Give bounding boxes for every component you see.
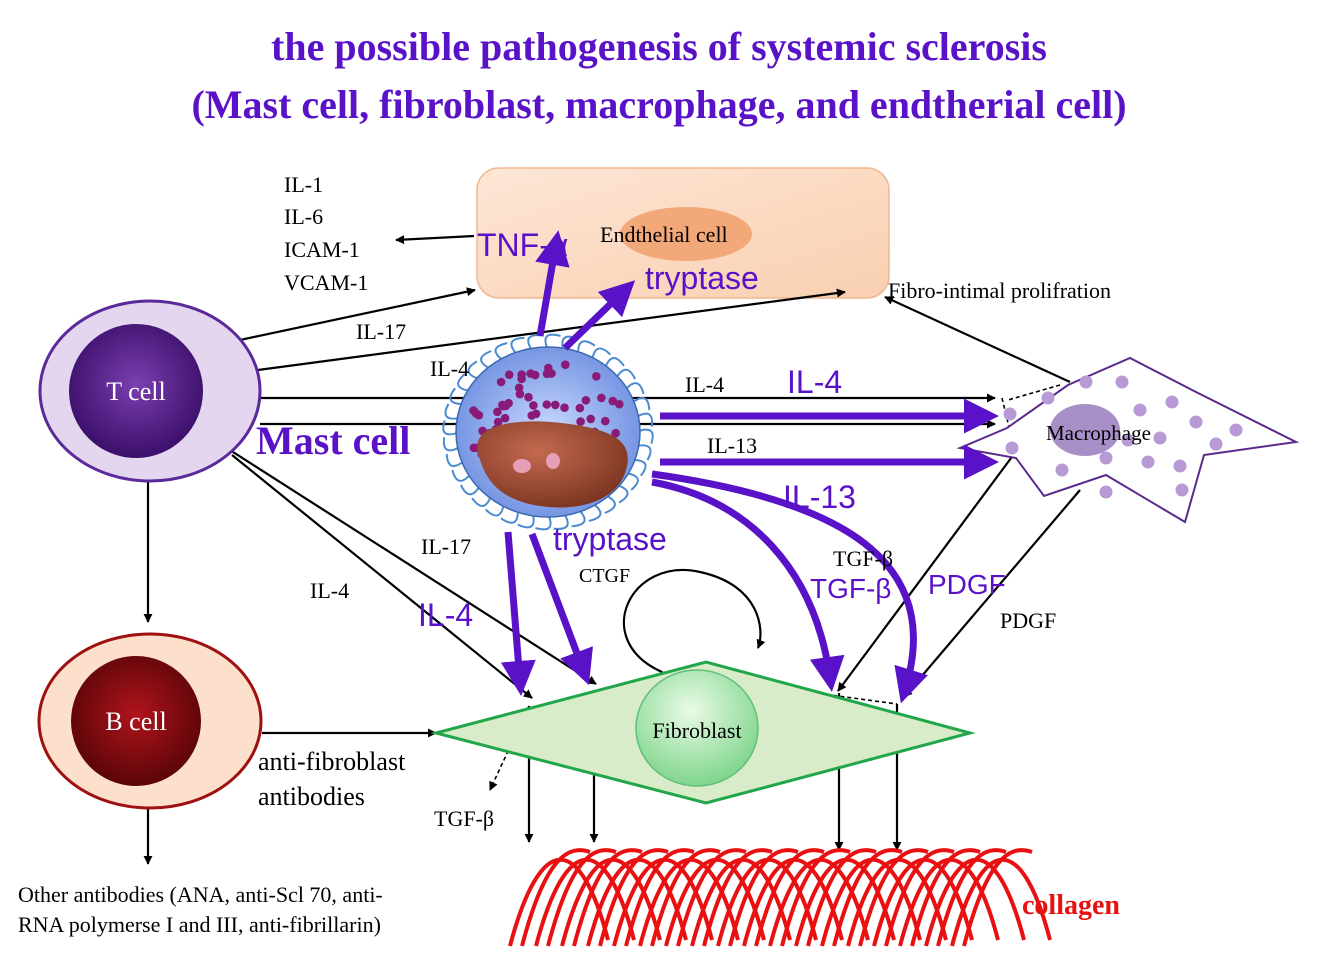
collagen-fibers bbox=[508, 848, 1052, 947]
label-anti-fibroblast-1: anti-fibroblast bbox=[258, 747, 406, 776]
title-line-2: (Mast cell, fibroblast, macrophage, and … bbox=[191, 82, 1126, 127]
label-ctgf: CTGF bbox=[579, 565, 630, 587]
label-tgfb-purple: TGF-β bbox=[810, 573, 891, 604]
endothelial-cell: Endthelial cell bbox=[476, 167, 890, 299]
label-anti-fibroblast-2: antibodies bbox=[258, 782, 365, 811]
arrow-tcell-to-fibrointimal bbox=[257, 288, 846, 372]
b-cell-label: B cell bbox=[105, 707, 166, 736]
purple-arrow-tnf bbox=[535, 230, 570, 337]
label-il4-purple-mid: IL-4 bbox=[787, 364, 842, 400]
arrow-tcell-to-fibroblast-2 bbox=[221, 444, 597, 685]
title-line-1: the possible pathogenesis of systemic sc… bbox=[271, 24, 1047, 69]
arrow-tcell-to-fibroblast-1 bbox=[231, 454, 533, 699]
arrow-macrophage-to-fibrointimal bbox=[884, 296, 1071, 383]
label-pdgf-purple: PDGF bbox=[928, 569, 1006, 600]
label-il4-lower-black: IL-4 bbox=[310, 578, 349, 603]
label-tryptase-lower: tryptase bbox=[553, 521, 667, 557]
label-other-antibodies-2: RNA polymerse I and III, anti-fibrillari… bbox=[18, 912, 381, 937]
b-cell: B cell bbox=[37, 632, 263, 810]
label-pdgf-black: PDGF bbox=[1000, 608, 1056, 633]
macrophage: Macrophage bbox=[956, 356, 1300, 524]
purple-arrow-tgfb-fibro bbox=[651, 478, 845, 692]
purple-arrow-pdgf-fibro bbox=[651, 470, 928, 704]
macrophage-label: Macrophage bbox=[1046, 421, 1151, 445]
arrow-macrophage-to-fibroblast-1 bbox=[837, 445, 1021, 692]
mast-cell: Mast cell bbox=[256, 333, 654, 531]
cytokine-list: IL-1 IL-6 ICAM-1 VCAM-1 bbox=[284, 172, 368, 295]
collagen-label: collagen bbox=[1022, 890, 1120, 921]
label-il13-purple: IL-13 bbox=[783, 479, 856, 515]
cytokine-labels: TNF-α tryptase Fibro-intimal prolifratio… bbox=[18, 227, 1111, 937]
fibroblast-label: Fibroblast bbox=[652, 718, 741, 743]
endothelial-label: Endthelial cell bbox=[600, 222, 728, 247]
arrow-fibroblast-autocrine bbox=[622, 569, 766, 674]
label-il4-tcell-mast: IL-4 bbox=[430, 356, 469, 381]
label-tryptase-top: tryptase bbox=[645, 260, 759, 296]
t-cell-label: T cell bbox=[106, 377, 165, 406]
label-other-antibodies-1: Other antibodies (ANA, anti-Scl 70, anti… bbox=[18, 882, 383, 907]
mast-cell-label: Mast cell bbox=[256, 418, 410, 463]
arrow-tnf-to-cytokines bbox=[395, 234, 475, 245]
cytokine-icam1: ICAM-1 bbox=[284, 237, 360, 262]
label-tgfb-black: TGF-β bbox=[833, 546, 893, 571]
fibroblast: Fibroblast bbox=[430, 660, 976, 805]
arrow-tcell-to-endothelial bbox=[239, 287, 476, 342]
label-il17-lower: IL-17 bbox=[421, 534, 471, 559]
purple-arrow-il4-fibro bbox=[500, 531, 536, 696]
t-cell: T cell bbox=[38, 299, 262, 483]
cytokine-vcam1: VCAM-1 bbox=[284, 270, 368, 295]
label-il4-lower-purple: IL-4 bbox=[418, 597, 473, 633]
label-il13-black: IL-13 bbox=[707, 433, 757, 458]
cytokine-il6: IL-6 bbox=[284, 204, 323, 229]
label-tgfb-bottom: TGF-β bbox=[434, 806, 494, 831]
purple-arrow-tryptase-fibro bbox=[528, 532, 593, 686]
arrow-macrophage-to-fibroblast-2 bbox=[903, 489, 1081, 698]
purple-arrow-tryptase-top bbox=[562, 280, 636, 351]
purple-arrows bbox=[500, 230, 999, 704]
label-il17-upper: IL-17 bbox=[356, 319, 406, 344]
cytokine-il1: IL-1 bbox=[284, 172, 323, 197]
label-tnf-alpha: TNF-α bbox=[477, 227, 568, 263]
label-fibro-intimal: Fibro-intimal prolifration bbox=[888, 278, 1111, 303]
label-il4-black-mid: IL-4 bbox=[685, 372, 724, 397]
